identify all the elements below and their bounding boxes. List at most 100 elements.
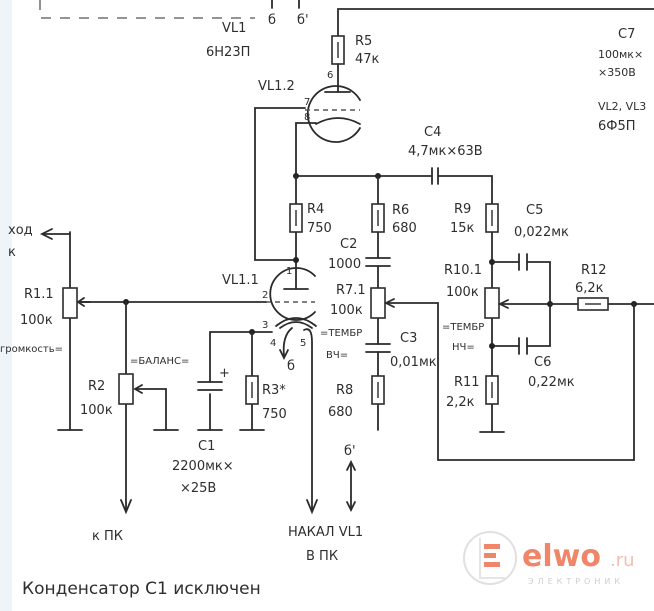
r3-value: 750 xyxy=(262,407,287,422)
logo-corner xyxy=(479,538,505,579)
r4-name: R4 xyxy=(307,202,324,217)
heater-b-arrow xyxy=(282,327,293,357)
r1-potentiometer[interactable] xyxy=(62,287,78,319)
r7-value: 100к xyxy=(330,303,363,318)
vl1-2-cathode-wire xyxy=(295,122,317,177)
c7-name: C7 xyxy=(618,27,635,42)
feedback-loop-wire xyxy=(437,303,635,461)
note-c1-removed: Конденсатор С1 исключен xyxy=(22,579,261,599)
vl1-2-triode xyxy=(305,85,361,143)
r7-caption-1: =ТЕМБР xyxy=(320,328,362,339)
logo-bar-1 xyxy=(484,544,500,549)
c5-value: 0,022мк xyxy=(514,225,569,240)
pin-1: 1 xyxy=(286,266,292,277)
r5-value: 47к xyxy=(355,52,380,67)
r11-name: R11 xyxy=(454,375,480,390)
c1-value-2: ×25В xyxy=(180,481,216,496)
c5-name: C5 xyxy=(526,203,543,218)
r1-wiper xyxy=(76,297,91,307)
c6-name: C6 xyxy=(534,355,551,370)
vl1-2-label: VL1.2 xyxy=(258,79,295,94)
r8-value: 680 xyxy=(328,405,353,420)
c3-name: C3 xyxy=(400,331,417,346)
b-plus-rail xyxy=(337,8,654,39)
r6-name: R6 xyxy=(392,203,409,218)
c4-value: 4,7мк×63В xyxy=(408,144,483,159)
heater-b-prime-mark: б' xyxy=(344,444,356,459)
to-pk-label: к ПК xyxy=(92,529,123,544)
pin-4: 4 xyxy=(270,338,276,349)
logo-bar-3 xyxy=(484,562,500,567)
r10-caption-2: НЧ= xyxy=(452,342,475,353)
logo-subtitle: ЭЛЕКТРОНИК xyxy=(528,577,624,586)
c1-value-1: 2200мк× xyxy=(172,459,234,474)
c3-value: 0,01мк xyxy=(390,355,437,370)
r7-potentiometer[interactable] xyxy=(370,287,386,319)
r7-caption-2: ВЧ= xyxy=(326,350,348,361)
c1-name: C1 xyxy=(198,439,215,454)
c1-polarity: + xyxy=(219,366,230,381)
r11-value: 2,2к xyxy=(446,395,475,410)
heater-arrowhead xyxy=(306,499,318,515)
r6-value: 680 xyxy=(392,221,417,236)
r12-value: 6,2к xyxy=(575,281,604,296)
r10-wiper-arrowhead xyxy=(497,299,509,309)
junction-node xyxy=(489,343,495,349)
r3-name: R3* xyxy=(262,383,286,398)
r10-potentiometer[interactable] xyxy=(484,287,500,319)
logo-bar-2 xyxy=(484,553,496,558)
r10-caption-1: =ТЕМБР xyxy=(442,322,484,333)
r1-value: 100к xyxy=(20,313,53,328)
top-mark-b: б xyxy=(268,13,276,28)
r2-wiper xyxy=(135,388,167,431)
pin-6: 6 xyxy=(327,70,333,81)
pin-5: 5 xyxy=(300,338,306,349)
heater-label-1: НАКАЛ VL1 xyxy=(288,525,363,540)
heater-label-2: В ПК xyxy=(306,549,338,564)
c7-value-2: ×350В xyxy=(598,66,636,79)
to-pk-arrowhead xyxy=(120,499,132,515)
input-label-1: ход xyxy=(8,223,33,238)
r9-value: 15к xyxy=(450,221,475,236)
junction-node xyxy=(293,257,299,263)
r7-wiper xyxy=(385,302,439,461)
vl1-1-label: VL1.1 xyxy=(222,273,259,288)
c4-out-wire xyxy=(437,175,493,205)
r9-name: R9 xyxy=(454,202,471,217)
r1-name: R1.1 xyxy=(24,287,54,302)
vl1-2-grid-wire xyxy=(254,107,306,261)
c2-value: 1000 xyxy=(328,257,361,272)
r2-potentiometer[interactable] xyxy=(118,373,134,405)
r4-value: 750 xyxy=(307,221,332,236)
c4-name: C4 xyxy=(424,125,441,140)
heater-wire xyxy=(303,328,313,511)
input-label-2: к xyxy=(8,245,16,260)
logo-ring xyxy=(463,531,517,585)
input-arrowhead xyxy=(39,228,53,240)
vl1-type-label: 6Н23П xyxy=(206,45,250,60)
r2-name: R2 xyxy=(88,379,105,394)
paper-edge xyxy=(0,0,12,611)
r10-value: 100к xyxy=(446,285,479,300)
c6-value: 0,22мк xyxy=(528,375,575,390)
c2-name: C2 xyxy=(340,237,357,252)
r7-wiper-arrowhead xyxy=(383,298,395,308)
c7-value-1: 100мк× xyxy=(598,48,643,61)
r2-value: 100к xyxy=(80,403,113,418)
pin-7: 7 xyxy=(304,97,310,108)
r5-name: R5 xyxy=(355,34,372,49)
vl2-vl3-label: VL2, VL3 xyxy=(598,100,646,113)
watermark-logo: elwo .ru ЭЛЕКТРОНИК xyxy=(463,531,635,586)
logo-tld: .ru xyxy=(610,550,635,571)
r2-wiper-arrowhead xyxy=(133,384,143,394)
vl1-label: VL1 xyxy=(222,21,246,36)
r2-caption: =БАЛАНС= xyxy=(130,356,189,367)
heater-b-arrowhead xyxy=(279,349,289,361)
r12-name: R12 xyxy=(581,263,607,278)
top-mark-b-prime: б' xyxy=(297,13,309,28)
logo-brand: elwo xyxy=(522,539,601,574)
pin-8: 8 xyxy=(304,112,310,123)
top-arrow-stubs xyxy=(271,0,300,9)
heater-b-mark: б xyxy=(287,359,295,374)
